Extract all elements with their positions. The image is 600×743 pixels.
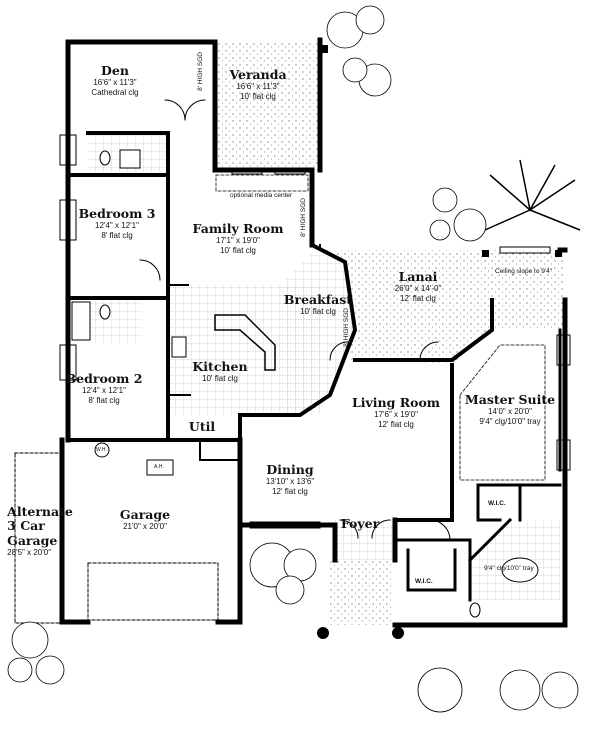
room-size: 16'6" x 11'3"	[93, 78, 137, 88]
room-garage: Garage 21'0" x 20'0"	[119, 507, 171, 532]
room-name: Lanai	[398, 269, 438, 284]
room-name: Family Room	[192, 221, 284, 236]
room-dining: Dining 13'10" x 13'6" 12' flat clg	[265, 462, 315, 496]
room-ceiling: 10' flat clg	[300, 307, 336, 317]
room-util: Util	[188, 419, 216, 434]
room-name: Breakfast	[283, 292, 353, 307]
air-handler-label: A.H.	[154, 464, 164, 470]
veranda-floor	[218, 42, 318, 170]
room-size: 17'1" x 19'0"	[216, 236, 260, 246]
media-center-note: optional media center	[230, 192, 293, 199]
room-name-line1: Alternate	[7, 504, 73, 519]
lanai-ceiling-note: Ceiling slope to 9'4"	[495, 268, 553, 275]
room-size: 21'0" x 20'0"	[123, 522, 167, 532]
room-name: Living Room	[351, 395, 441, 410]
room-name: Bedroom 3	[78, 206, 156, 221]
room-ceiling: 10' flat clg	[240, 91, 276, 101]
room-veranda: Veranda 16'6" x 11'3" 10' flat clg	[229, 67, 287, 101]
room-name-line3: Garage	[7, 532, 58, 548]
room-alternate-garage: Alternate 3 Car Garage 28'5" x 20'0"	[7, 504, 73, 558]
master-bath-ceiling: 9'4" clg/10'0" tray	[484, 565, 534, 572]
sgd-label-breakfast: 8' HIGH SGD	[343, 308, 350, 347]
room-ceiling: 10' flat clg	[220, 245, 256, 255]
water-heater-label: W.H.	[96, 447, 107, 453]
room-lanai: Lanai 26'0" x 14'-0" 12' flat clg	[394, 269, 442, 303]
sgd-label-den: 8' HIGH SGD	[197, 52, 204, 91]
room-bedroom-2: Bedroom 2 12'4" x 12'1" 8' flat clg	[65, 371, 143, 405]
room-family-room: Family Room 17'1" x 19'0" 10' flat clg	[192, 221, 284, 255]
room-kitchen: Kitchen 10' flat clg	[192, 359, 248, 384]
bath2-tile	[88, 298, 143, 343]
landscaping	[7, 5, 581, 713]
room-wic-master: W.I.C.	[488, 500, 506, 507]
foyer-tile	[335, 520, 395, 560]
sgd-label-family: 8' HIGH SGD	[300, 198, 307, 237]
entry-porch-floor	[328, 560, 393, 625]
room-size: 28'5" x 20'0"	[7, 548, 52, 558]
room-name: Veranda	[229, 67, 287, 82]
room-ceiling: 10' flat clg	[202, 374, 238, 384]
room-name: Dining	[266, 462, 314, 477]
room-ceiling: 12' flat clg	[400, 293, 436, 303]
porch-columns	[317, 45, 562, 639]
room-ceiling: 9'4" clg/10'0" tray	[479, 416, 541, 426]
lanai-floor	[322, 250, 565, 365]
room-ceiling: 12' flat clg	[272, 486, 308, 496]
room-size: 14'0" x 20'0"	[488, 407, 532, 417]
room-name: Kitchen	[192, 359, 248, 374]
room-size: 16'6" x 11'3"	[236, 82, 280, 92]
room-size: 13'10" x 13'6"	[265, 477, 315, 487]
room-name: Master Suite	[464, 392, 556, 407]
room-size: 26'0" x 14'-0"	[394, 284, 442, 294]
room-ceiling: 8' flat clg	[101, 230, 133, 240]
room-name: Foyer	[340, 516, 380, 531]
room-name: Den	[101, 63, 129, 78]
room-bedroom-3: Bedroom 3 12'4" x 12'1" 8' flat clg	[78, 206, 156, 240]
room-size: 17'6" x 19'0"	[374, 410, 418, 420]
room-name: Bedroom 2	[65, 371, 143, 386]
room-name: Garage	[119, 507, 171, 522]
room-ceiling: Cathedral clg	[91, 87, 139, 97]
room-master-suite: Master Suite 14'0" x 20'0" 9'4" clg/10'0…	[464, 392, 556, 426]
room-breakfast: Breakfast 10' flat clg	[283, 292, 353, 317]
room-size: 12'4" x 12'1"	[95, 221, 139, 231]
room-living-room: Living Room 17'6" x 19'0" 12' flat clg	[351, 395, 441, 429]
room-wic-bath: W.I.C.	[415, 578, 433, 585]
room-den: Den 16'6" x 11'3" Cathedral clg	[91, 63, 139, 97]
room-ceiling: 12' flat clg	[378, 419, 414, 429]
room-ceiling: 8' flat clg	[88, 395, 120, 405]
room-name: Util	[188, 419, 216, 434]
room-name-line2: 3 Car	[7, 518, 45, 534]
room-foyer: Foyer	[340, 516, 380, 531]
room-size: 12'4" x 12'1"	[82, 386, 126, 396]
